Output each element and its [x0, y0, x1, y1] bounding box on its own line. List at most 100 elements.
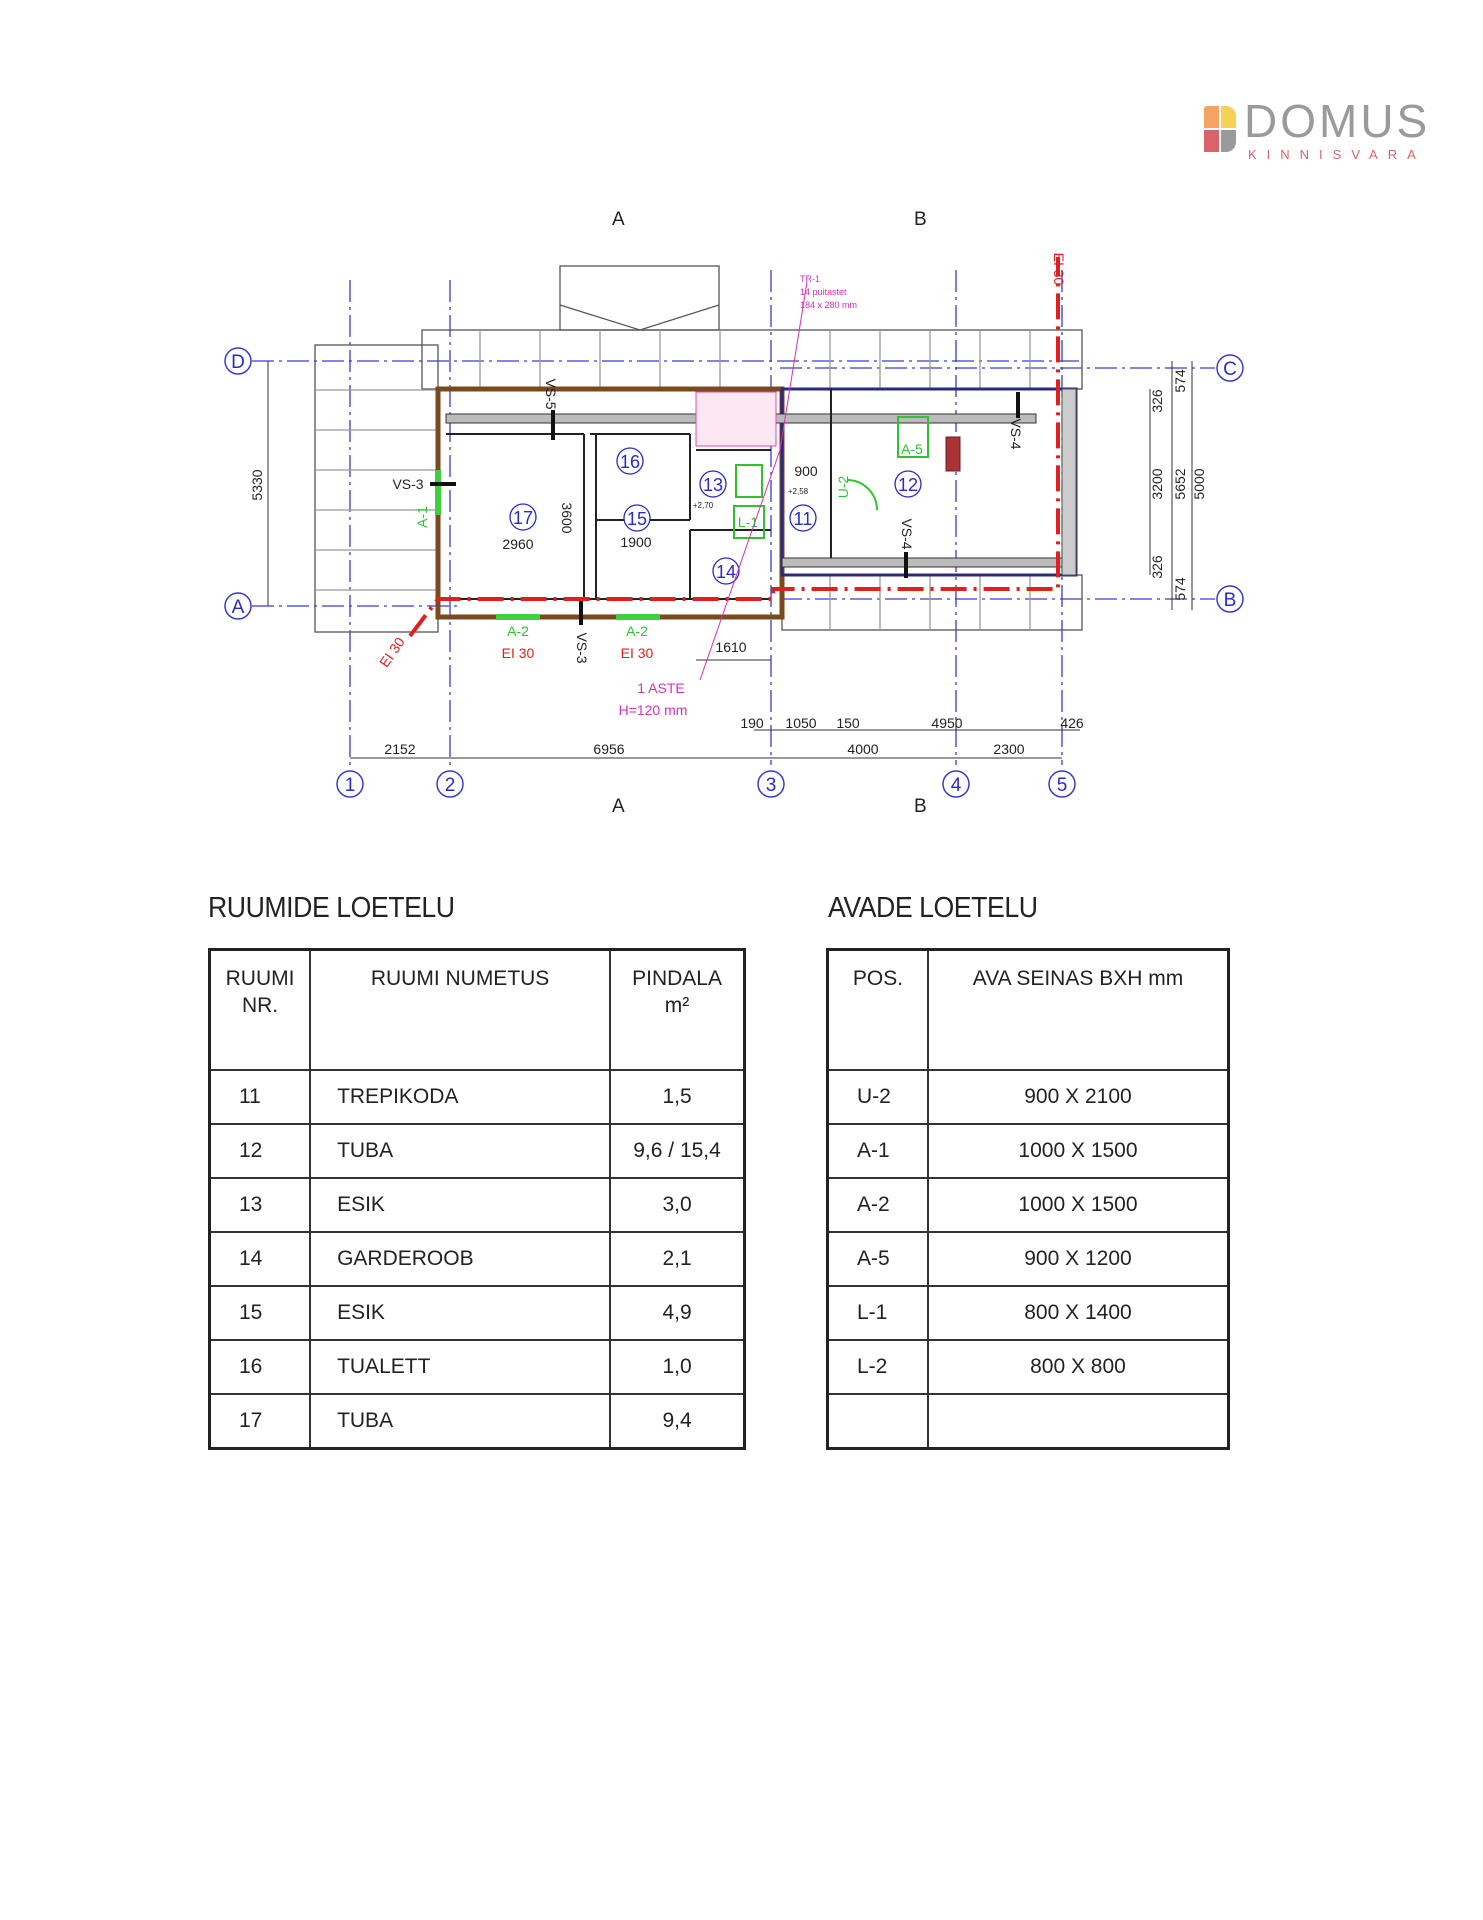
room-name: ESIK [309, 1285, 612, 1341]
dim: 574 [1172, 369, 1188, 393]
dim: 2300 [993, 741, 1024, 757]
opening-size: 1000 X 1500 [926, 1177, 1230, 1233]
label-u2: U-2 [835, 476, 851, 499]
dim: 1610 [715, 639, 746, 655]
room-nr: 15 [208, 1285, 312, 1341]
dim: 5330 [249, 469, 265, 500]
header-size: AVA SEINAS BXH mm [926, 948, 1230, 1071]
axis-3: 3 [766, 775, 777, 796]
dim: 2152 [384, 741, 415, 757]
openings-table-title: AVADE LOETELU [828, 892, 1038, 924]
dim: 5652 [1172, 468, 1188, 499]
level-mark: +2,58 [788, 487, 809, 496]
axis-bubbles [224, 347, 1244, 798]
dim: 1900 [620, 534, 651, 550]
label-ei30: EI 30 [621, 645, 654, 661]
room-area: 1,0 [609, 1339, 746, 1395]
room-14: 14 [716, 562, 736, 582]
walls [430, 386, 1078, 625]
room-nr: 13 [208, 1177, 312, 1233]
axis-5: 5 [1057, 775, 1068, 796]
dim: 3200 [1149, 468, 1165, 499]
axis-1: 1 [345, 775, 356, 796]
opening-size: 800 X 1400 [926, 1285, 1230, 1341]
opening-pos: A-2 [826, 1177, 929, 1233]
dim: 5000 [1191, 468, 1207, 499]
label-vs5: VS-5 [543, 378, 559, 409]
axis-d: D [231, 352, 245, 373]
room-area: 3,0 [609, 1177, 746, 1233]
section-b-bottom: B [914, 796, 927, 817]
label-stair: TR-1 [800, 274, 820, 284]
dim: 326 [1149, 555, 1165, 579]
room-name: TUBA [309, 1123, 612, 1179]
label-vs4: VS-4 [1008, 418, 1024, 449]
rooms-table-title: RUUMIDE LOETELU [208, 892, 455, 924]
room-11: 11 [794, 509, 813, 529]
dim: 150 [836, 715, 860, 731]
opening-pos: U-2 [826, 1069, 929, 1125]
axis-a: A [232, 597, 245, 618]
logo-mark-icon [1204, 106, 1238, 154]
room-area: 2,1 [609, 1231, 746, 1287]
table-header: POS. AVA SEINAS BXH mm [826, 948, 1230, 1071]
room-nr: 12 [208, 1123, 312, 1179]
opening-pos [826, 1393, 929, 1450]
table-row [826, 1393, 1230, 1450]
domus-logo: DOMUS KINNISVARA [1204, 98, 1434, 166]
section-markers: A B A B [612, 209, 927, 817]
label-stair-steps: 14 puitastet [800, 287, 847, 297]
logo-subtitle: KINNISVARA [1248, 147, 1426, 162]
room-16: 16 [620, 452, 640, 472]
opening-pos: L-1 [826, 1285, 929, 1341]
logo-word: DOMUS [1244, 95, 1431, 147]
label-a1: A-1 [414, 506, 430, 528]
grid-lines [252, 270, 1215, 765]
axis-2: 2 [445, 775, 456, 796]
dim: 190 [740, 715, 764, 731]
dim: 2960 [502, 536, 533, 552]
room-markers [509, 447, 922, 585]
header-pos: POS. [826, 948, 929, 1071]
room-12: 12 [898, 475, 918, 495]
room-name: TUBA [309, 1393, 612, 1450]
room-area: 9,6 / 15,4 [609, 1123, 746, 1179]
label-a5: A-5 [901, 441, 923, 457]
opening-size: 900 X 1200 [926, 1231, 1230, 1287]
opening-size [926, 1393, 1230, 1450]
dim: 1050 [785, 715, 816, 731]
room-name: ESIK [309, 1177, 612, 1233]
dimension-lines [267, 361, 1193, 759]
dim: 900 [794, 463, 818, 479]
dim: 6956 [593, 741, 624, 757]
label-step-height: H=120 mm [619, 702, 688, 718]
room-17: 17 [513, 508, 533, 528]
axis-4: 4 [951, 775, 962, 796]
label-stair-size: 184 x 280 mm [800, 300, 857, 310]
room-15: 15 [627, 509, 647, 529]
axis-c: C [1223, 359, 1237, 380]
axis-b: B [1224, 590, 1237, 611]
room-nr: 11 [208, 1069, 312, 1125]
room-name: TUALETT [309, 1339, 612, 1395]
dim: 3600 [559, 502, 575, 533]
floor-plan: D A C B 1 2 3 4 5 A B A B 17 16 15 13 14… [224, 209, 1244, 817]
label-ei30: EI 30 [502, 645, 535, 661]
label-ei30: EI 30 [376, 634, 408, 670]
label-a2: A-2 [507, 623, 529, 639]
room-name: TREPIKODA [309, 1069, 612, 1125]
label-vs3: VS-3 [392, 476, 423, 492]
